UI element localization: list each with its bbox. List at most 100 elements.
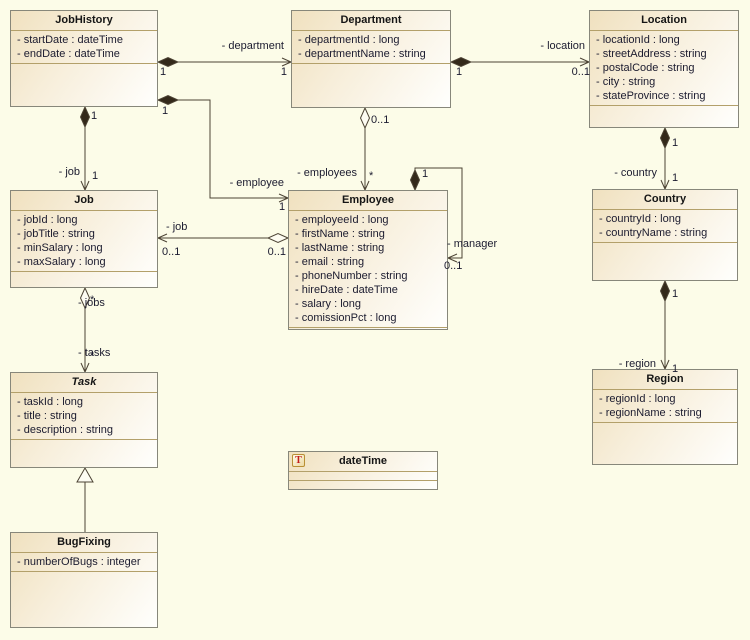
class-bugfixing[interactable]: BugFixing - numberOfBugs : integer	[10, 532, 158, 628]
mult-department-employees-target: *	[369, 170, 374, 182]
arrow-stroke	[281, 57, 292, 63]
arrow-stroke	[360, 180, 366, 191]
attribute: - jobTitle : string	[17, 228, 95, 240]
connector-line	[178, 99, 288, 199]
attributes-compartment: - jobId : long - jobTitle : string - minSa…	[11, 211, 157, 272]
class-name: Department	[340, 14, 402, 26]
attribute: - regionId : long	[599, 393, 676, 405]
class-name: Employee	[342, 194, 394, 206]
arrow-stroke	[447, 253, 458, 259]
attribute: - jobId : long	[17, 214, 78, 226]
class-name: BugFixing	[57, 536, 111, 548]
attribute: - maxSalary : long	[17, 256, 106, 268]
class-title-bar: Employee	[289, 191, 447, 211]
mult-country-region-source: 1	[672, 288, 679, 300]
role-region: - region	[618, 358, 656, 370]
aggregation-diamond	[266, 232, 290, 244]
arrow-stroke	[660, 359, 666, 370]
aggregation-diamond	[359, 106, 371, 130]
arrow-stroke	[80, 362, 86, 373]
attribute: - regionName : string	[599, 407, 702, 419]
attribute: - endDate : dateTime	[17, 48, 120, 60]
mult-department-employees-source: 0..1	[371, 114, 390, 126]
mult-employee-job-source: 0..1	[267, 246, 286, 258]
operations-compartment	[11, 572, 157, 627]
class-title-bar: Department	[292, 11, 450, 31]
role-tasks: - tasks	[78, 347, 111, 359]
attribute: - description : string	[17, 424, 113, 436]
arrow-stroke	[579, 61, 590, 67]
attribute: - salary : long	[295, 298, 362, 310]
class-department[interactable]: Department- departmentId : long- departm…	[291, 10, 451, 108]
role-job: - job	[58, 166, 80, 178]
attributes-compartment: - taskId : long - title : string - descrip…	[11, 393, 157, 440]
connector-location-country[interactable]	[659, 126, 671, 190]
arrow-stroke	[278, 197, 289, 203]
attribute: - countryName : string	[599, 227, 708, 239]
attribute: - taskId : long	[17, 396, 84, 408]
operations-compartment	[593, 243, 737, 280]
class-name: dateTime	[338, 455, 388, 467]
arrow-stroke	[579, 57, 590, 63]
composition-diamond	[156, 94, 180, 106]
connector-jobhistory-job[interactable]	[79, 105, 91, 191]
attribute: - minSalary : long	[17, 242, 103, 254]
composition-diamond	[79, 105, 91, 129]
arrow-stroke	[364, 180, 370, 191]
class-title-bar: Location	[590, 11, 738, 31]
class-title-bar: JobHistory	[11, 11, 157, 31]
connector-department-location[interactable]	[449, 56, 590, 68]
class-job[interactable]: Job - jobId : long - jobTitle : string - mi…	[10, 190, 158, 288]
generalization-triangle	[76, 466, 94, 483]
connector-job-tasks[interactable]	[79, 286, 91, 373]
arrow-stroke	[664, 359, 670, 370]
class-jobhistory[interactable]: JobHistory- startDate : dateTime- endDat…	[10, 10, 158, 107]
mult-employee-manager-target: 0..1	[444, 260, 463, 272]
arrow-stroke	[447, 257, 458, 263]
connector-bugfixing-task-generalization[interactable]	[76, 466, 94, 532]
role-employee-job: - job	[166, 221, 188, 233]
role-location: - location	[540, 40, 585, 52]
connector-employee-manager[interactable]	[409, 167, 463, 263]
class-title-bar: Job	[11, 191, 157, 211]
class-location[interactable]: Location - locationId : long- streetAddre…	[589, 10, 739, 128]
class-title-bar: Country	[593, 190, 737, 210]
connector-country-region[interactable]	[659, 279, 671, 370]
composition-diamond	[659, 126, 671, 150]
class-region[interactable]: Region - regionId : long - regionName : st…	[592, 369, 738, 465]
mult-job-tasks-target: *	[90, 350, 95, 362]
role-employees: - employees	[297, 167, 357, 179]
connector-department-employees[interactable]	[359, 106, 371, 191]
attribute: - title : string	[17, 410, 77, 422]
attributes-compartment: - numberOfBugs : integer	[11, 553, 157, 572]
mult-employee-manager-source: 1	[422, 168, 429, 180]
arrow-stroke	[278, 193, 289, 199]
class-name: Location	[641, 14, 687, 26]
attribute: - lastName : string	[295, 242, 385, 254]
class-task[interactable]: Task - taskId : long - title : string - des…	[10, 372, 158, 468]
role-manager: - manager	[447, 238, 498, 250]
class-name: Job	[74, 194, 94, 206]
connector-jobhistory-employee[interactable]	[156, 94, 289, 203]
mult-department-location-target: 0..1	[571, 66, 590, 78]
attribute: - city : string	[596, 76, 656, 88]
class-title-bar: BugFixing	[11, 533, 157, 553]
class-country[interactable]: Country - countryId : long - countryName :…	[592, 189, 738, 281]
role-employee: - employee	[229, 177, 284, 189]
connector-employee-job[interactable]	[157, 232, 290, 244]
attribute: - comissionPct : long	[295, 312, 397, 324]
mult-jobhistory-job-target: 1	[92, 170, 99, 182]
arrow-stroke	[84, 180, 90, 191]
connector-jobhistory-department[interactable]	[156, 56, 292, 68]
connector-line	[414, 167, 463, 259]
role-country: - country	[614, 167, 657, 179]
class-employee[interactable]: Employee- employeeId : long- firstName :…	[288, 190, 448, 330]
class-title-bar: Task	[11, 373, 157, 393]
arrow-stroke	[84, 362, 90, 373]
mult-jobhistory-department-source: 1	[160, 66, 167, 78]
class-title-bar: Region	[593, 370, 737, 390]
attribute: - countryId : long	[599, 213, 681, 225]
composition-diamond	[659, 279, 671, 303]
attributes-compartment: - locationId : long- streetAddress : str…	[590, 31, 738, 106]
